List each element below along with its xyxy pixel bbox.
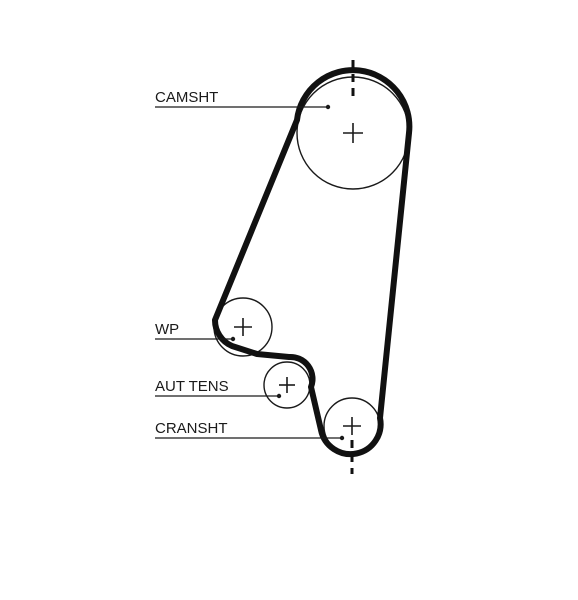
camshaft-label: CAMSHT: [155, 89, 218, 106]
crankshaft-label: CRANSHT: [155, 420, 228, 437]
water-pump-label: WP: [155, 321, 179, 338]
tensioner-pulley: [263, 361, 311, 409]
timing-belt: [211, 67, 413, 458]
tensioner-label: AUT TENS: [155, 378, 229, 395]
